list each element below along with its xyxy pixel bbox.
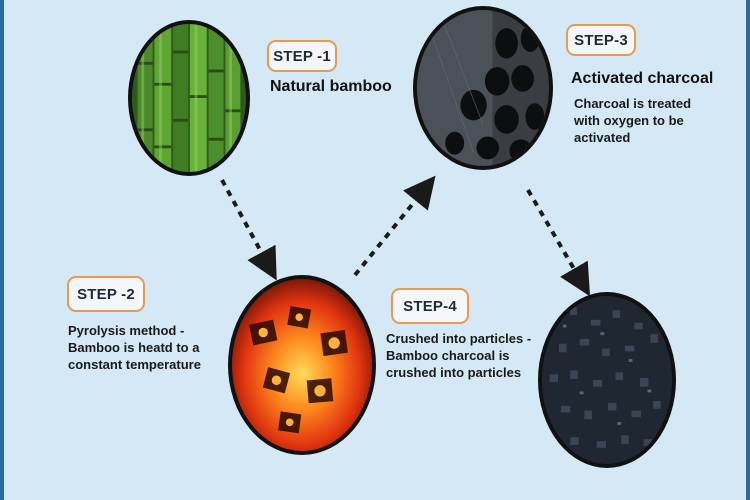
step-4-line-1: Crushed into particles - [386, 331, 532, 346]
step-3-line-2: with oxygen to be [574, 113, 684, 128]
arrow-step3-to-step4 [526, 188, 591, 297]
step-2-description: Pyrolysis method - Bamboo is heatd to a … [68, 322, 201, 373]
step-4-line-2: Bamboo charcoal is [386, 348, 510, 363]
step-1-badge: STEP -1 [267, 40, 337, 72]
step-4-badge: STEP-4 [391, 288, 469, 324]
right-border [746, 0, 750, 500]
activated-charcoal-photo [413, 6, 553, 170]
arrow-step2-to-step3 [353, 175, 436, 277]
step-3-description: Charcoal is treated with oxygen to be ac… [574, 95, 691, 146]
step-2-line-3: constant temperature [68, 357, 201, 372]
step-2-line-2: Bamboo is heatd to a [68, 340, 200, 355]
arrow-step1-to-step2 [220, 179, 277, 281]
charcoal-particles-photo [538, 292, 676, 468]
step-3-title: Activated charcoal [571, 70, 714, 87]
step-4-description: Crushed into particles - Bamboo charcoal… [386, 330, 531, 381]
step-3-badge: STEP-3 [566, 24, 636, 56]
step-1-title: Natural bamboo [270, 78, 392, 95]
step-3-line-1: Charcoal is treated [574, 96, 692, 111]
bamboo-photo [128, 20, 250, 176]
step-2-line-1: Pyrolysis method - [68, 323, 185, 338]
burning-bamboo-photo [228, 275, 376, 455]
left-border [0, 0, 4, 500]
step-2-badge: STEP -2 [67, 276, 145, 312]
step-4-line-3: crushed into particles [386, 365, 522, 380]
step-3-line-3: activated [574, 130, 631, 145]
